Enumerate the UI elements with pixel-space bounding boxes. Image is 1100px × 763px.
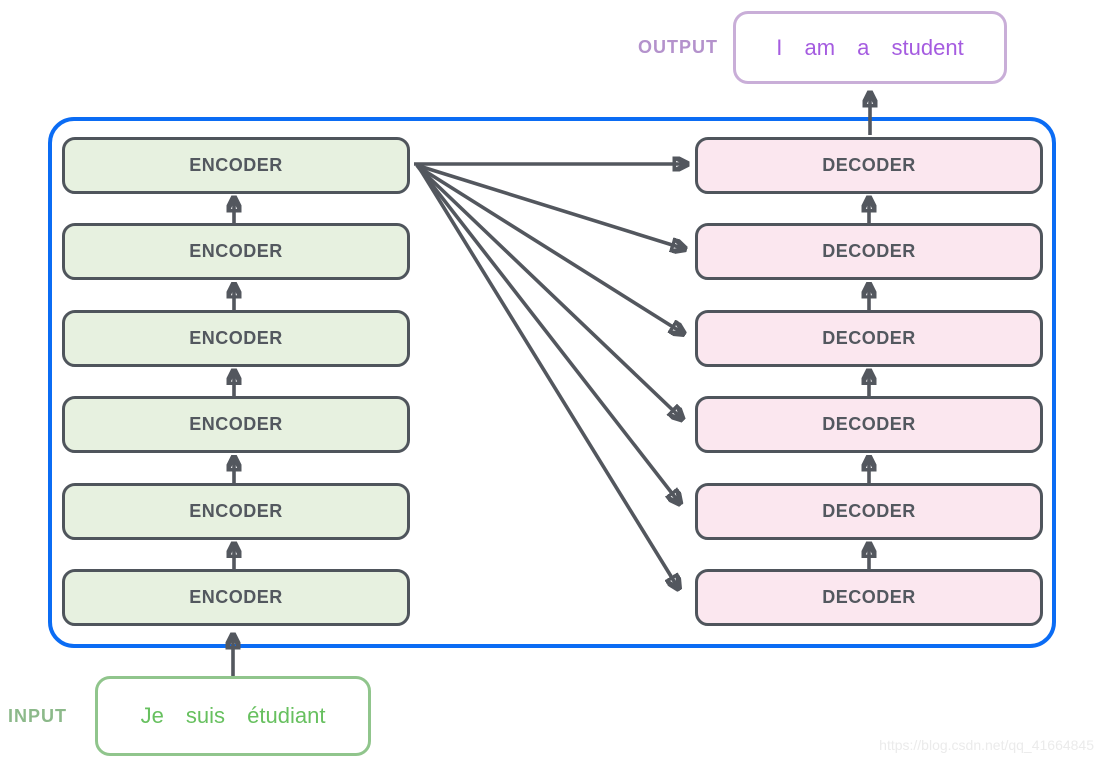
decoder-label: DECODER xyxy=(822,241,916,262)
watermark-url: https://blog.csdn.net/qq_41664845 xyxy=(879,737,1094,753)
decoder-box-4: DECODER xyxy=(695,396,1043,454)
encoder-label: ENCODER xyxy=(189,500,283,521)
encoder-label: ENCODER xyxy=(189,155,283,175)
encoder-label: ENCODER xyxy=(189,241,283,262)
encoder-label: ENCODER xyxy=(189,587,283,607)
encoder-box-6: ENCODER xyxy=(62,569,410,626)
encoder-box-1: ENCODER xyxy=(62,137,410,194)
output-sentence-text: I am a student xyxy=(776,34,964,60)
encoder-box-3: ENCODER xyxy=(62,309,410,367)
encoder-label: ENCODER xyxy=(189,414,283,435)
model-frame xyxy=(48,117,1056,648)
decoder-box-2: DECODER xyxy=(695,223,1043,281)
encoder-label: ENCODER xyxy=(189,327,283,348)
output-sentence-box: I am a student xyxy=(733,11,1007,84)
decoder-box-5: DECODER xyxy=(695,482,1043,540)
decoder-label: DECODER xyxy=(822,155,916,175)
encoder-box-5: ENCODER xyxy=(62,482,410,540)
decoder-label: DECODER xyxy=(822,587,916,607)
decoder-label: DECODER xyxy=(822,500,916,521)
decoder-label: DECODER xyxy=(822,414,916,435)
input-sentence-text: Je suis étudiant xyxy=(140,703,326,728)
decoder-box-3: DECODER xyxy=(695,309,1043,367)
input-label: INPUT xyxy=(8,706,67,726)
decoder-box-1: DECODER xyxy=(695,137,1043,194)
decoder-label: DECODER xyxy=(822,327,916,348)
encoder-box-4: ENCODER xyxy=(62,396,410,454)
decoder-box-6: DECODER xyxy=(695,569,1043,626)
output-label: OUTPUT xyxy=(638,37,718,57)
encoder-box-2: ENCODER xyxy=(62,223,410,281)
input-sentence-box: Je suis étudiant xyxy=(95,676,371,756)
